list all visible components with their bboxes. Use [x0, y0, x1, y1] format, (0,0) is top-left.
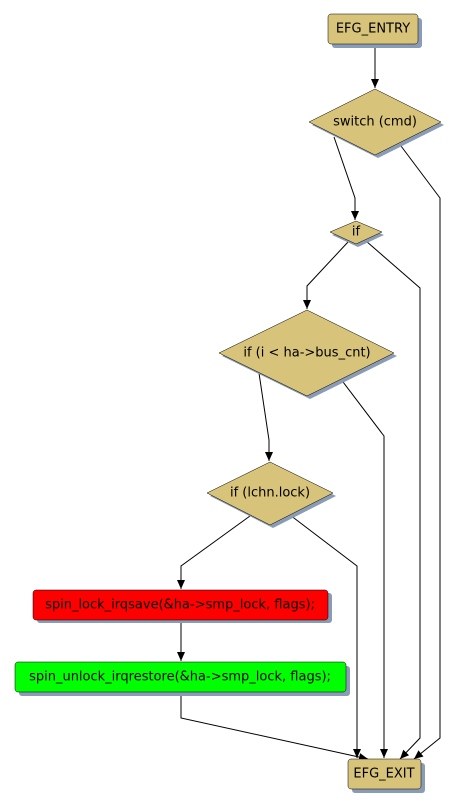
spin-unlock-node: spin_unlock_irqrestore(&ha->smp_lock, fl… [14, 661, 350, 696]
edge-switch-to-if [333, 136, 359, 220]
edge-bus-cnt-to-lock [258, 372, 273, 461]
spin-lock-label: spin_lock_irqsave(&ha->smp_lock, flags); [45, 598, 315, 613]
switch-cmd-label: switch (cmd) [333, 115, 417, 130]
if-lock-decision: if (lchn.lock) [206, 461, 336, 528]
spin-lock-node: spin_lock_irqsave(&ha->smp_lock, flags); [32, 589, 332, 623]
if-bus-cnt-label: if (i < ha->bus_cnt) [243, 346, 370, 361]
if-label: if [352, 225, 361, 240]
edge-if-to-exit [365, 240, 421, 760]
spin-unlock-label: spin_unlock_irqrestore(&ha->smp_lock, fl… [29, 670, 331, 685]
switch-cmd-decision: switch (cmd) [308, 88, 444, 158]
if-lock-label: if (lchn.lock) [230, 486, 310, 501]
edge-lock-to-spin-lock [177, 515, 251, 589]
edge-bus-cnt-to-exit [339, 377, 388, 758]
edge-unlock-to-exit [180, 693, 369, 761]
edge-if-to-bus-cnt [303, 241, 349, 309]
edges [177, 46, 441, 761]
exit-node: EFG_EXIT [347, 758, 425, 793]
exit-label: EFG_EXIT [353, 767, 414, 782]
entry-label: EFG_ENTRY [336, 22, 410, 37]
if-decision: if [329, 220, 384, 247]
edge-lock-to-exit [289, 514, 361, 758]
if-bus-cnt-decision: if (i < ha->bus_cnt) [218, 309, 397, 399]
entry-node: EFG_ENTRY [327, 13, 422, 48]
edge-switch-to-exit [397, 141, 441, 760]
